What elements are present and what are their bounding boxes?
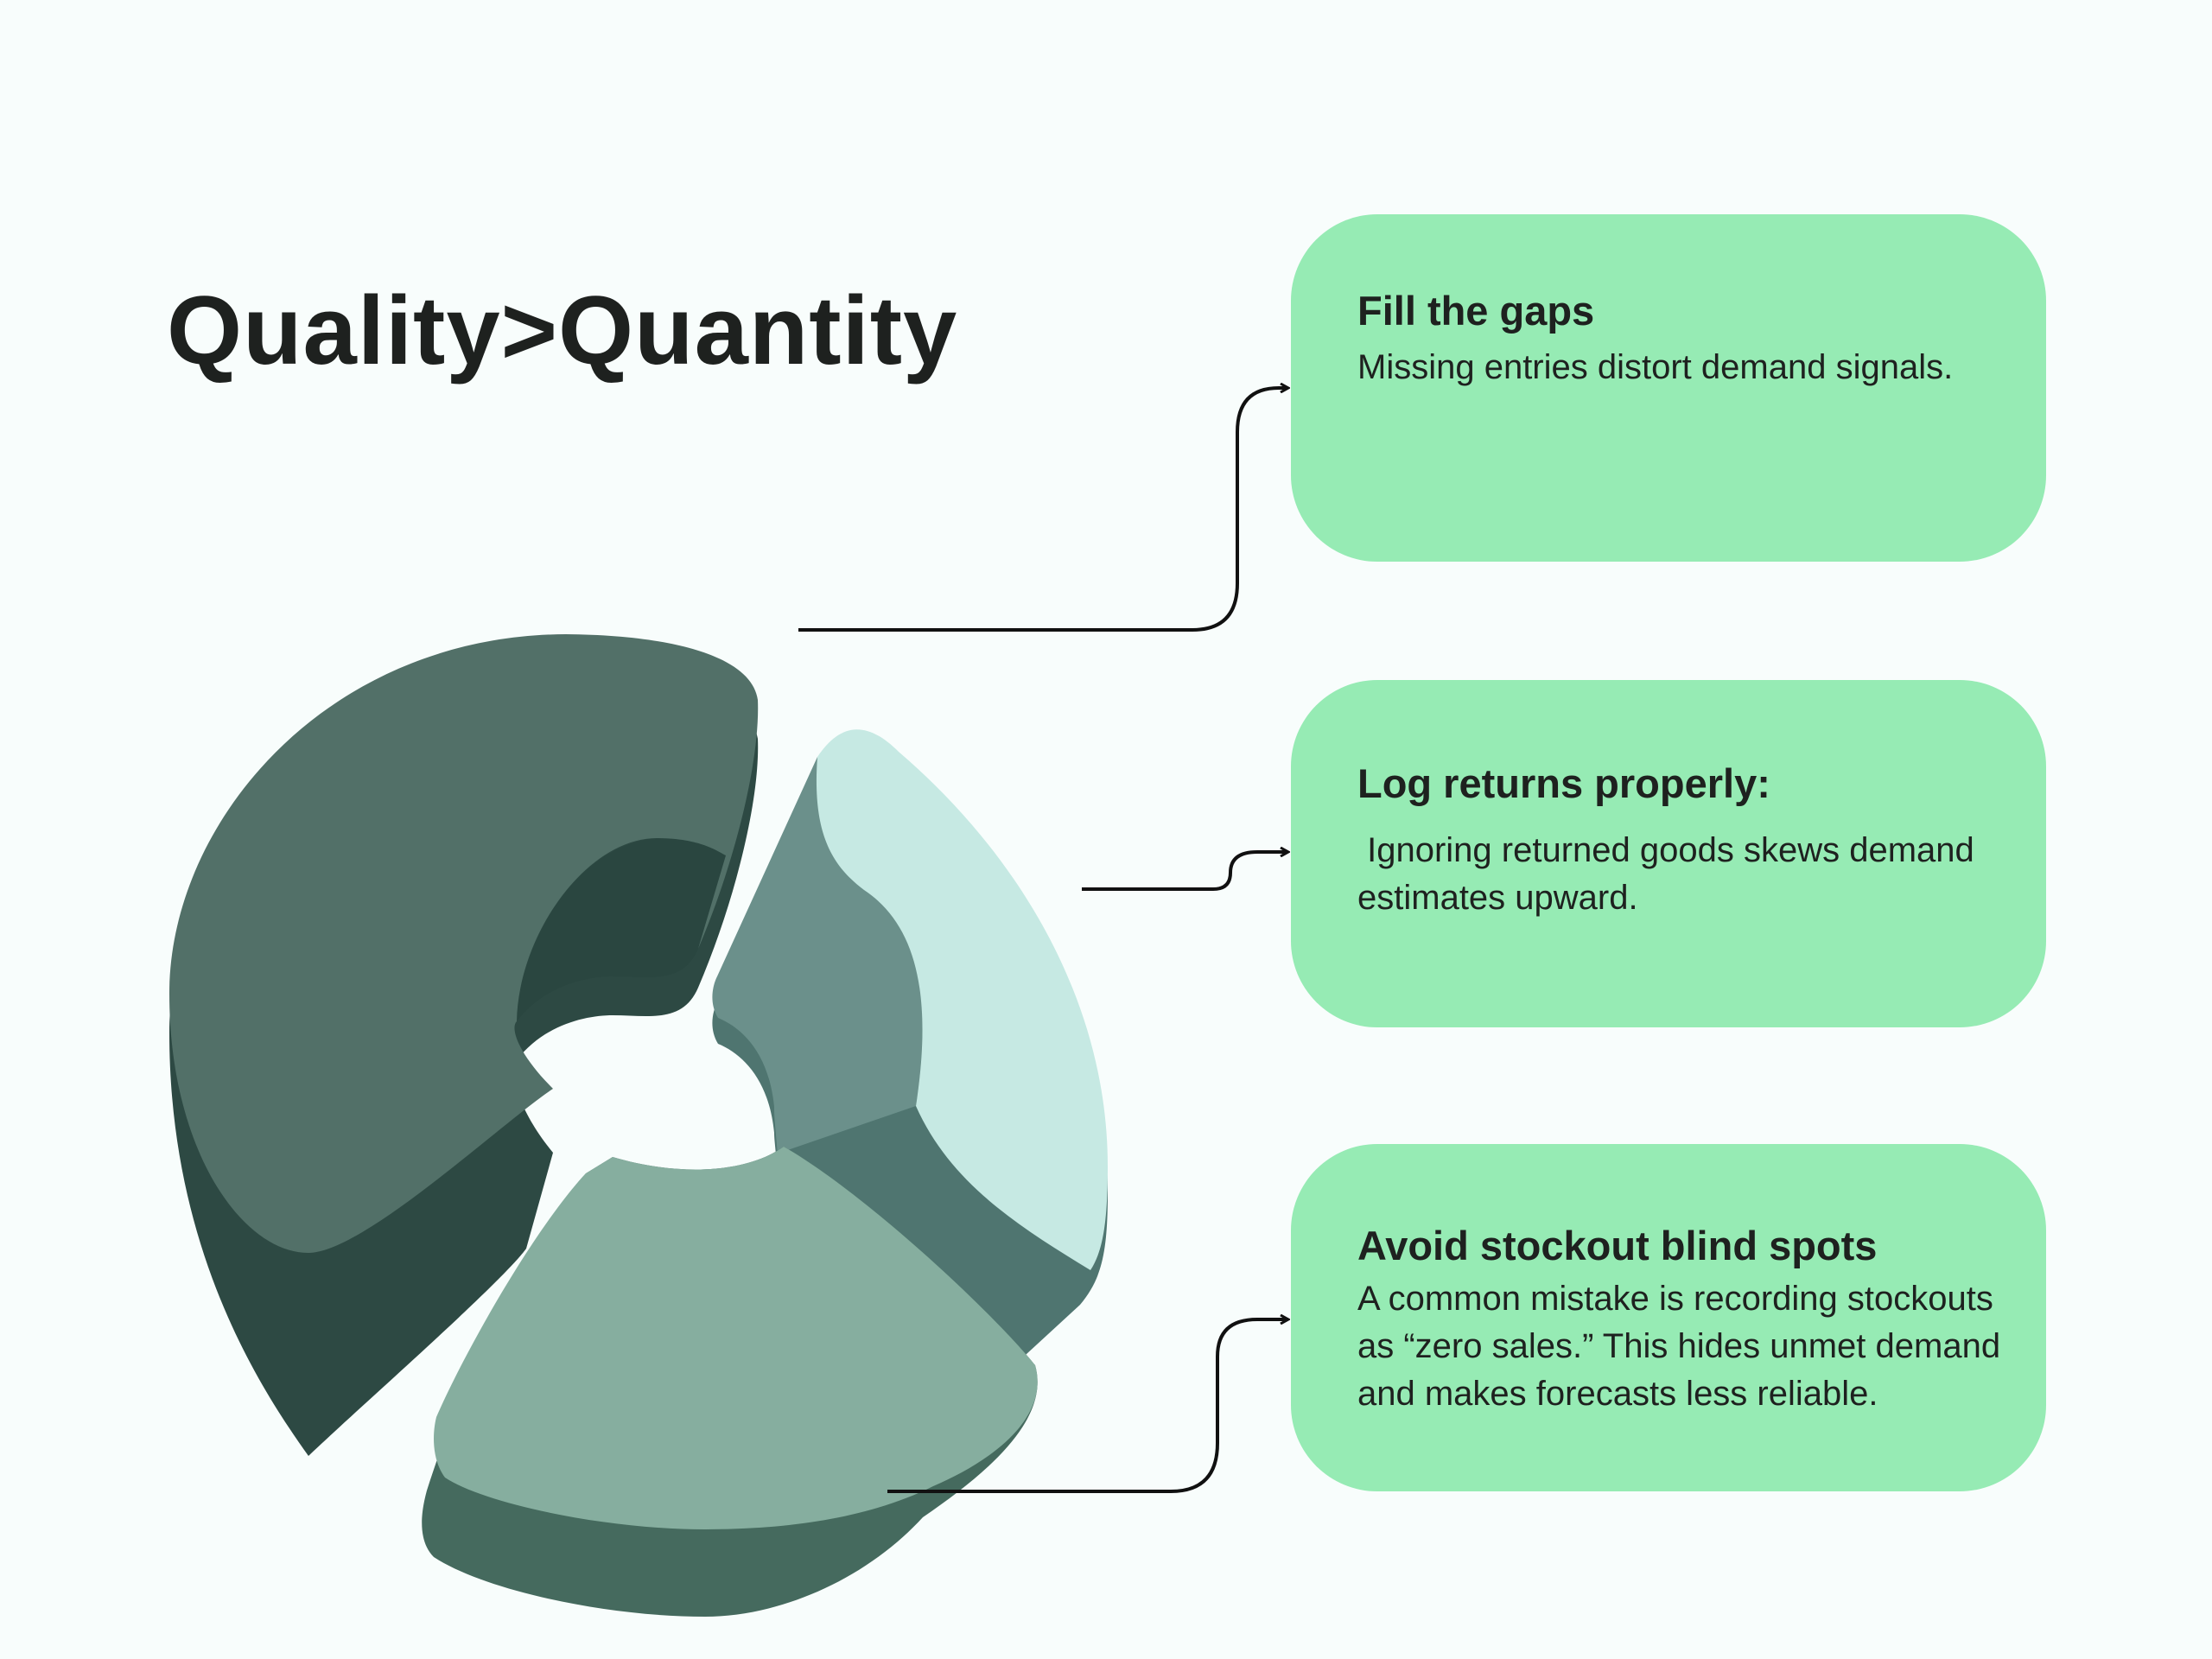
donut-segment-dark (169, 634, 759, 1456)
card-body: Missing entries distort demand signals. (1357, 348, 1954, 387)
card-log-returns: Log returns properly: Ignoring returned … (1291, 680, 2046, 1027)
page-title: Quality>Quantity (167, 276, 958, 385)
card-body: Ignoring returned goods skews demand est… (1357, 831, 1974, 918)
card-heading: Avoid stockout blind spots (1357, 1223, 1878, 1268)
connector-line-1 (798, 388, 1287, 632)
donut-segment-mid (422, 1147, 1038, 1617)
connector-line-3 (887, 1319, 1287, 1493)
card-heading: Fill the gaps (1357, 288, 1595, 334)
card-body: A common mistake is recording stockouts … (1357, 1280, 2001, 1414)
card-heading: Log returns properly: (1357, 760, 1770, 806)
donut-segment-light (712, 729, 1108, 1364)
card-stockout-blind-spots: Avoid stockout blind spots A common mist… (1291, 1144, 2046, 1491)
card-fill-the-gaps: Fill the gaps Missing entries distort de… (1291, 214, 2046, 562)
connector-line-2 (1082, 852, 1287, 891)
